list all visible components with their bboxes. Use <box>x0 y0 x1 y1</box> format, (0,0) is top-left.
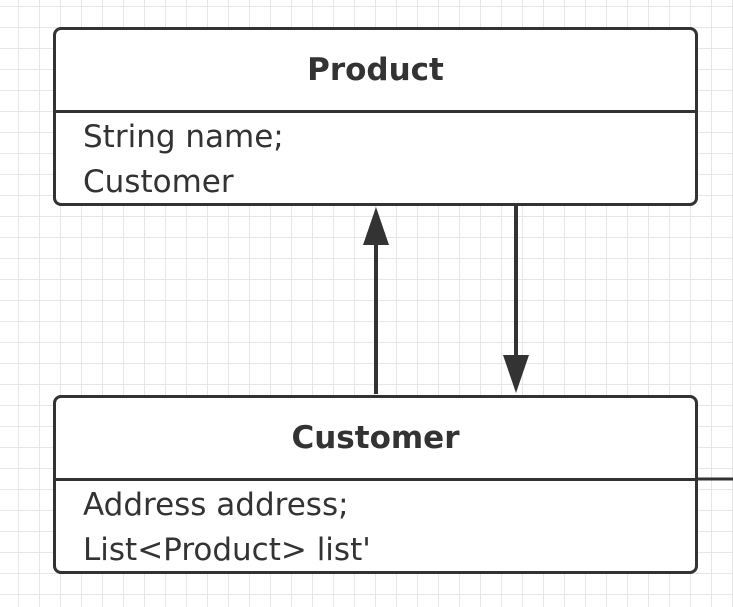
class-box-product[interactable]: Product String name; Customer <box>53 27 698 206</box>
attribute-list-product: String name; Customer <box>56 113 695 203</box>
class-box-customer[interactable]: Customer Address address; List<Product> … <box>53 395 698 574</box>
attribute-customer-list: List<Product> list' <box>83 532 371 568</box>
attribute-customer-address: Address address; <box>83 487 349 523</box>
class-name-product: Product <box>56 30 695 113</box>
class-name-customer: Customer <box>56 398 695 481</box>
attribute-product-customer: Customer <box>83 164 234 200</box>
arrow-product-to-customer[interactable] <box>503 206 529 393</box>
arrow-customer-to-product[interactable] <box>363 207 389 394</box>
attribute-product-name: String name; <box>83 119 284 155</box>
attribute-list-customer: Address address; List<Product> list' <box>56 481 695 571</box>
